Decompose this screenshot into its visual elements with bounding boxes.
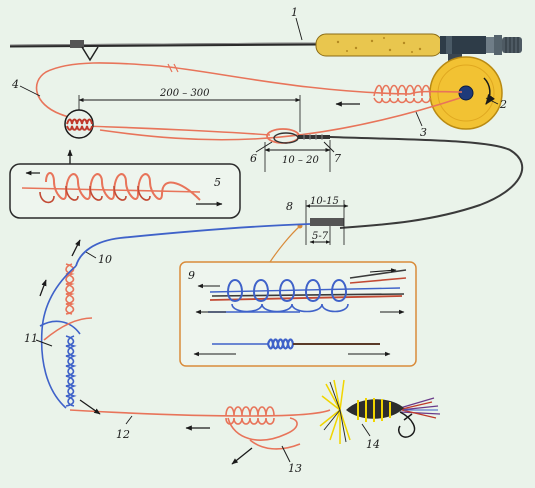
curved-arrow-icon (483, 77, 495, 105)
dimension-backing-text: 200 – 300 (159, 88, 210, 99)
arrow-icon (369, 268, 397, 273)
splice-detail: 10-15 5-7 (305, 196, 349, 245)
arrow-icon (71, 239, 81, 257)
dimension-backing: 200 – 300 (78, 88, 301, 132)
fly-line (329, 136, 524, 229)
label-12: 12 (116, 428, 130, 441)
label-9: 9 (188, 269, 195, 282)
label-13: 13 (288, 462, 302, 475)
reel-hub (458, 85, 474, 101)
label-13-leader (281, 445, 291, 463)
loop-connection: 10 – 20 (264, 128, 331, 172)
arrow-icon (79, 399, 101, 415)
arrow-icon (231, 447, 253, 465)
butt-cap (502, 37, 522, 53)
fly-knot-coils (225, 406, 301, 450)
dry-fly (319, 379, 441, 444)
dimension-loop-text: 10 – 20 (282, 155, 319, 166)
label-8: 8 (286, 200, 293, 213)
label-10: 10 (98, 253, 112, 266)
label-11: 11 (24, 332, 38, 345)
inset-knot-5 (9, 163, 241, 219)
left-coils (39, 263, 93, 409)
tippet-line (69, 409, 331, 417)
label-leaders (19, 17, 499, 437)
label-6: 6 (250, 152, 257, 165)
blue-line (75, 223, 311, 267)
cork-handle (315, 33, 443, 57)
dimension-splice-outer: 10-15 (310, 196, 339, 207)
inset-splice-9 (179, 261, 417, 367)
splice-callout-line (269, 225, 301, 263)
label-2: 2 (499, 98, 507, 111)
label-3: 3 (420, 126, 427, 139)
ferrule (70, 40, 84, 48)
fly-rod (9, 33, 522, 62)
label-5: 5 (214, 176, 221, 189)
arrow-icon (39, 279, 47, 297)
backing-knot (64, 109, 94, 176)
backing-coils (373, 84, 431, 104)
label-14: 14 (366, 438, 380, 451)
backing-line (35, 62, 463, 141)
label-1: 1 (291, 6, 298, 19)
dimension-splice-inner: 5-7 (312, 231, 329, 242)
label-4: 4 (11, 78, 19, 91)
label-7: 7 (334, 152, 341, 165)
label-11-leader (35, 339, 53, 347)
rod-guide (81, 46, 99, 62)
